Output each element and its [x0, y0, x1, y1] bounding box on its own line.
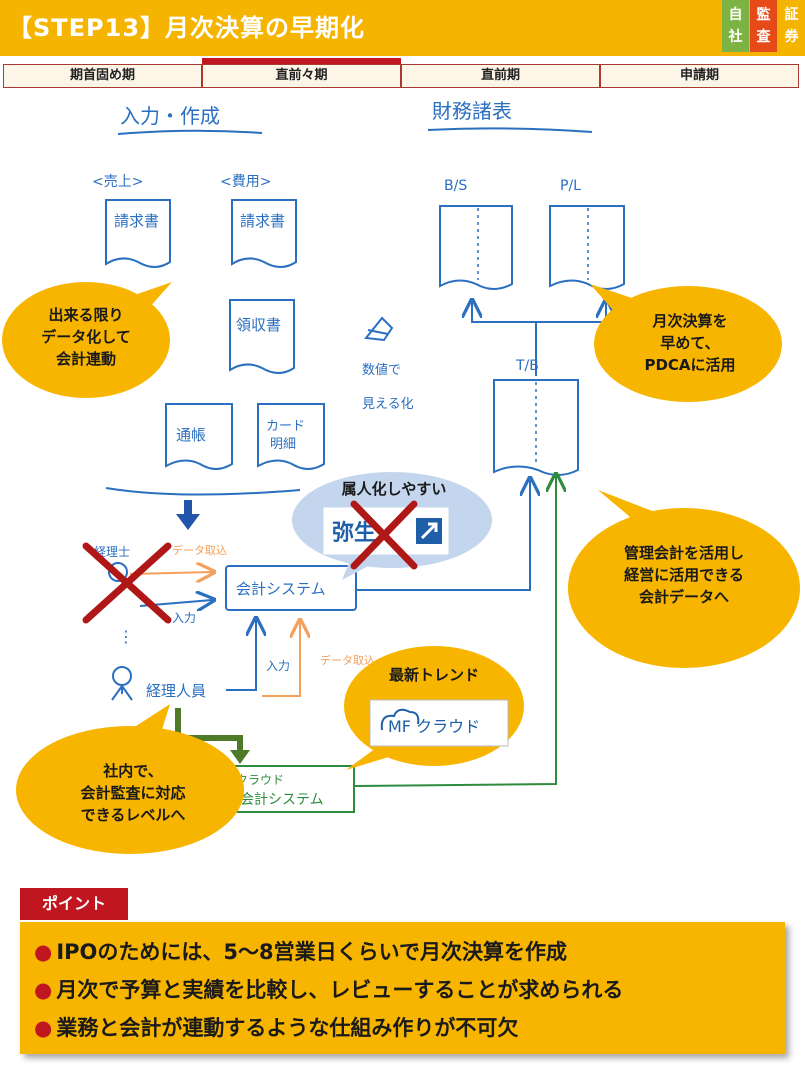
point-item-2-text: 月次で予算と実績を比較し、レビューすることが求められる — [56, 978, 624, 1002]
heading-input: 入力・作成 — [120, 104, 220, 128]
bubble-data-link-line-2: データ化して — [41, 328, 131, 346]
bubble-audit — [16, 726, 244, 854]
doc-receipt-label: 領収書 — [236, 316, 281, 334]
heading-statements: 財務諸表 — [432, 99, 512, 123]
cross-mark-yayoi — [350, 500, 418, 570]
points-label: ポイント — [20, 888, 128, 920]
svg-text:⋮: ⋮ — [118, 627, 134, 646]
doc-receipt — [229, 299, 295, 374]
sketch-diagram: 入力・作成 財務諸表 <売上> <費用> 請求書 請求書 領収書 通帳 カード … — [2, 99, 800, 854]
bubble-pdca-line-3: PDCAに活用 — [644, 356, 736, 374]
yayoi-logo-text: 弥生 — [332, 520, 376, 546]
bubble-pdca — [594, 286, 782, 402]
bubble-data-link-line-1: 出来る限り — [48, 306, 124, 324]
header-bar: 【STEP13】月次決算の早期化 自 社 監 査 証 券 — [0, 0, 805, 56]
down-arrow-icon — [176, 514, 200, 530]
doc-request — [231, 199, 297, 268]
doc-bs — [439, 205, 513, 290]
doc-card-label-2: 明細 — [270, 437, 296, 452]
pl-label: P/L — [560, 178, 581, 194]
bubble-audit-text: 社内で、 会計監査に対応 できるレベルへ — [48, 760, 218, 826]
bubble-trend-text: 最新トレンド — [370, 664, 498, 686]
phase-tab-3: 直前期 — [401, 64, 600, 88]
bubble-pdca-line-1: 月次決算を — [652, 312, 728, 330]
accounting-system-label: 会計システム — [236, 580, 326, 598]
visualize-label-1: 数値で — [362, 362, 401, 378]
doc-passbook-label: 通帳 — [176, 426, 206, 444]
doc-invoice — [105, 199, 171, 268]
bs-label: B/S — [444, 178, 467, 194]
input-label-1: 入力 — [172, 611, 196, 625]
accounting-system-box — [225, 565, 357, 611]
label-expense: <費用> — [220, 174, 271, 190]
bubble-data-link-text: 出来る限り データ化して 会計連動 — [20, 304, 152, 370]
bullet-icon: ● — [34, 1016, 53, 1040]
data-import-label-2: データ取込 — [320, 653, 375, 667]
data-import-label-1: データ取込 — [172, 543, 227, 557]
point-item-3-text: 業務と会計が連動するような仕組み作りが不可欠 — [56, 1016, 519, 1040]
bubble-audit-line-1: 社内で、 — [103, 762, 163, 780]
cloud-system-label-1: クラウド — [236, 773, 284, 787]
visualize-label-2: 見える化 — [362, 397, 414, 412]
cloud-icon — [380, 708, 420, 731]
badge-audit-bottom: 査 — [756, 29, 771, 45]
bullet-icon: ● — [34, 940, 53, 964]
doc-passbook — [165, 403, 233, 470]
phase-tabs: 期首固め期 直前々期 直前期 申請期 — [3, 58, 799, 88]
external-link-icon — [420, 522, 438, 540]
doc-tb — [493, 379, 579, 476]
bubble-management-text: 管理会計を活用し 経営に活用できる 会計データへ — [584, 542, 784, 608]
badge-company: 自 社 — [722, 0, 749, 52]
phase-tab-2: 直前々期 — [202, 58, 401, 88]
doc-pl — [549, 205, 625, 290]
point-item-3: ●業務と会計が連動するような仕組み作りが不可欠 — [34, 1012, 518, 1042]
bubble-audit-line-2: 会計監査に対応 — [80, 784, 186, 802]
page-title: 【STEP13】月次決算の早期化 — [8, 14, 366, 42]
point-item-1: ●IPOのためには、5～8営業日くらいで月次決算を作成 — [34, 936, 567, 966]
green-arrow-icon — [230, 750, 250, 764]
badge-securities: 証 券 — [778, 0, 805, 52]
bubble-yayoi-line-1: 属人化しやすい — [341, 480, 447, 498]
badge-company-top: 自 — [728, 7, 743, 23]
mf-cloud-logo — [369, 699, 509, 747]
bubble-management — [568, 508, 800, 668]
bubble-data-link — [2, 282, 170, 398]
point-item-2: ●月次で予算と実績を比較し、レビューすることが求められる — [34, 974, 623, 1004]
bullet-icon: ● — [34, 978, 53, 1002]
label-sales: <売上> — [92, 174, 143, 190]
bubble-management-line-3: 会計データへ — [638, 588, 729, 606]
phase-tab-1: 期首固め期 — [3, 64, 202, 88]
badge-securities-top: 証 — [784, 7, 799, 23]
bubble-data-link-line-3: 会計連動 — [55, 350, 116, 368]
heading-input-underline — [117, 129, 263, 135]
bubble-pdca-text: 月次決算を 早めて、 PDCAに活用 — [616, 310, 764, 376]
point-item-1-text: IPOのためには、5～8営業日くらいで月次決算を作成 — [56, 940, 567, 964]
doc-invoice-label: 請求書 — [114, 212, 159, 230]
bubble-trend-line-1: 最新トレンド — [388, 666, 479, 684]
doc-card-label-1: カード — [266, 419, 305, 434]
badge-audit-top: 監 — [756, 7, 771, 23]
doc-request-label: 請求書 — [240, 212, 285, 230]
bubble-yayoi-text: 属人化しやすい — [316, 478, 472, 500]
tb-label: T/B — [515, 358, 539, 374]
points-box: ●IPOのためには、5～8営業日くらいで月次決算を作成 ●月次で予算と実績を比較… — [20, 922, 785, 1054]
doc-card — [257, 403, 325, 470]
input-label-2: 入力 — [266, 659, 290, 673]
badge-securities-bottom: 券 — [784, 29, 799, 45]
badge-company-bottom: 社 — [728, 29, 743, 45]
cross-mark-staff — [82, 542, 172, 624]
mf-cloud-logo-text: MF クラウド — [388, 717, 480, 736]
bubble-management-line-2: 経営に活用できる — [624, 566, 744, 584]
phase-tab-4: 申請期 — [600, 64, 799, 88]
bubble-pdca-line-2: 早めて、 — [660, 334, 720, 352]
chart-sketch-icon — [364, 316, 394, 342]
staff-person-label: 経理人員 — [146, 682, 206, 700]
staff-accountant-label: 経理士 — [94, 545, 130, 559]
heading-statements-underline — [427, 127, 593, 133]
bubble-management-line-1: 管理会計を活用し — [623, 544, 744, 562]
cloud-system-label-2: 会計システム — [240, 792, 324, 808]
person-icon — [112, 666, 132, 686]
bubble-audit-line-3: できるレベルへ — [80, 806, 186, 824]
badge-audit: 監 査 — [750, 0, 777, 52]
